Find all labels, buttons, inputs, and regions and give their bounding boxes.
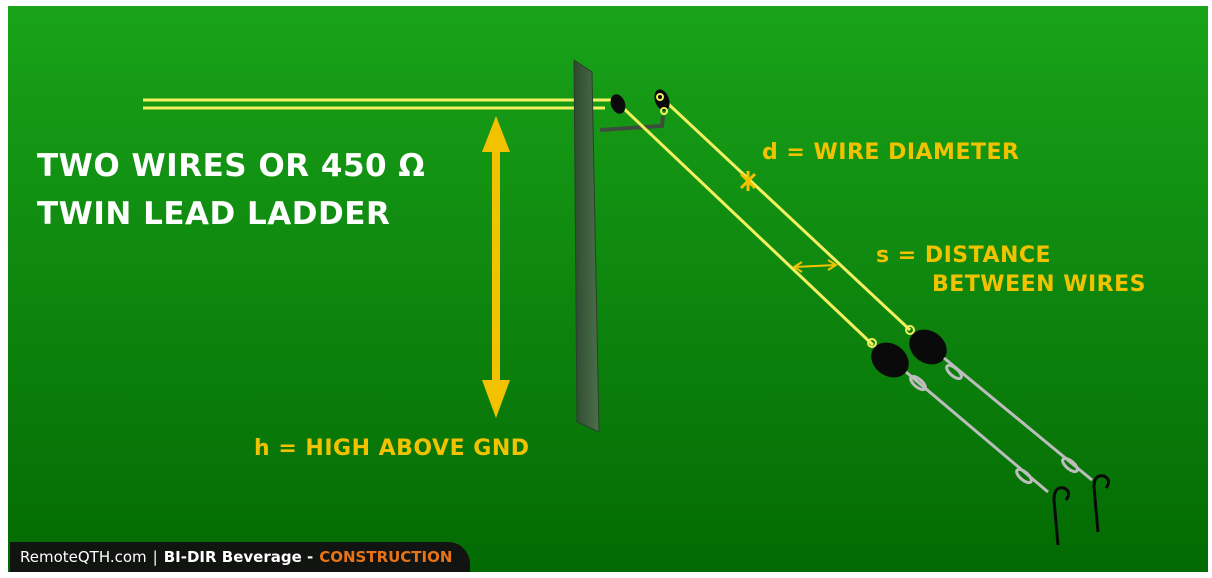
title-line-1: TWO WIRES OR 450 Ω	[37, 148, 426, 184]
footer-site: RemoteQTH.com	[20, 548, 147, 566]
footer-bar: RemoteQTH.com | BI-DIR Beverage - CONSTR…	[10, 542, 471, 572]
label-wire-diameter: d = WIRE DIAMETER	[762, 140, 1020, 165]
pole	[573, 59, 600, 433]
label-height: h = HIGH ABOVE GND	[254, 436, 530, 461]
footer-separator: |	[152, 548, 158, 566]
pole-bracket	[599, 115, 665, 132]
diagonal-wires	[618, 97, 912, 347]
label-distance-line-2: BETWEEN WIRES	[932, 272, 1146, 297]
top-insulators	[610, 89, 670, 115]
footer-section: CONSTRUCTION	[319, 548, 453, 566]
footer-topic: BI-DIR Beverage -	[163, 548, 314, 566]
height-arrow	[482, 116, 510, 418]
guy-wires	[905, 356, 1093, 494]
feed-line	[143, 98, 614, 110]
insulator-bottom-right	[909, 329, 947, 365]
footer-strip: RemoteQTH.com | BI-DIR Beverage - CONSTR…	[10, 542, 471, 572]
title-line-2: TWIN LEAD LADDER	[37, 196, 391, 232]
label-distance-line-1: s = DISTANCE	[876, 243, 1052, 268]
ground-stakes	[1052, 474, 1111, 546]
diameter-marker	[739, 171, 757, 191]
insulator-bottom-left	[871, 342, 909, 378]
spacing-arrow	[792, 259, 838, 273]
bottom-insulators	[867, 325, 947, 378]
insulator-top-left	[610, 94, 626, 114]
